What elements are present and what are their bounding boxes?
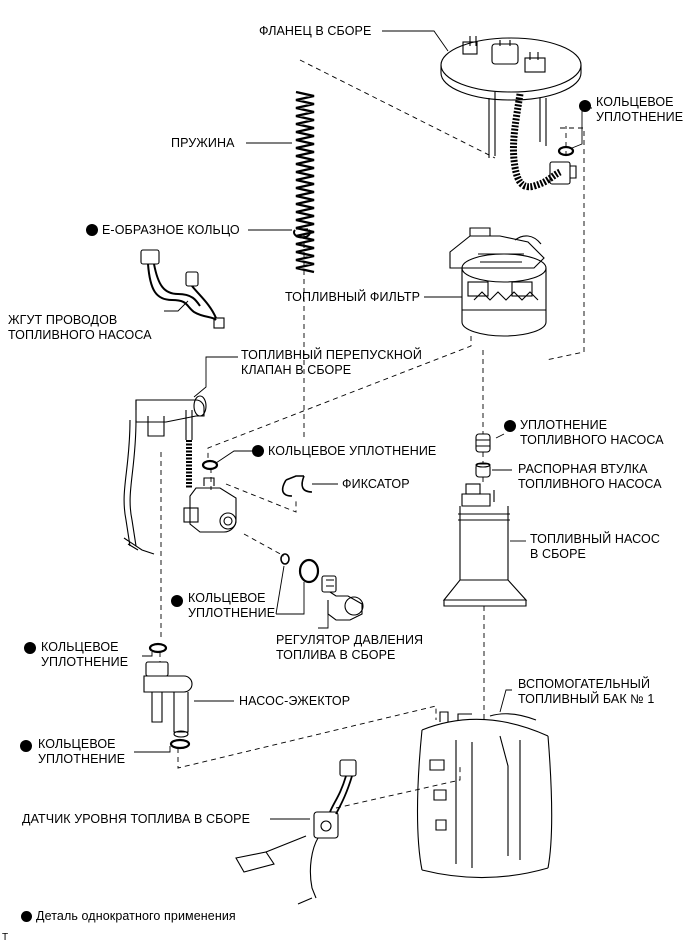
fuel-filter [449,227,547,337]
single-use-dot [252,445,264,457]
label-fuel-pump: ТОПЛИВНЫЙ НАСОС В СБОРЕ [530,532,660,561]
label-fuel-sender: ДАТЧИК УРОВНЯ ТОПЛИВА В СБОРЕ [22,812,251,826]
flange-assembly [440,36,582,191]
label-o-ring-top: КОЛЬЦЕВОЕ УПЛОТНЕНИЕ [596,95,684,124]
single-use-dot [86,224,98,236]
legend-text: Деталь однократного применения [36,909,236,923]
o-ring-small [280,553,290,565]
label-o-ring-regulator: КОЛЬЦЕВОЕ УПЛОТНЕНИЕ [188,591,276,620]
fuel-pressure-regulator [321,575,364,621]
retainer [281,475,313,497]
label-pressure-regulator: РЕГУЛЯТОР ДАВЛЕНИЯ ТОПЛИВА В СБОРЕ [276,633,424,662]
single-use-dot-o-ring-left [24,642,36,654]
label-flange: ФЛАНЕЦ В СБОРЕ [259,24,372,38]
fuel-sub-tank [416,711,553,879]
label-pump-spacer: РАСПОРНАЯ ВТУЛКА ТОПЛИВНОГО НАСОСА [518,462,662,491]
fuel-pump-assembly [442,483,528,607]
legend: Деталь однократного применения [21,909,236,924]
o-ring-bottom [169,738,191,750]
pump-seal [475,433,491,453]
single-use-dot [21,911,32,922]
fuel-sender-gauge-assembly [235,759,357,905]
label-o-ring-mid: КОЛЬЦЕВОЕ УПЛОТНЕНИЕ [252,444,436,459]
single-use-dot-o-ring-top [579,100,591,112]
label-wire-harness: ЖГУТ ПРОВОДОВ ТОПЛИВНОГО НАСОСА [8,313,152,342]
fuel-pump-wire-harness [140,249,225,329]
o-ring-regulator [298,558,320,584]
e-ring [293,228,311,239]
label-o-ring-left: КОЛЬЦЕВОЕ УПЛОТНЕНИЕ [41,640,129,669]
o-ring-left [148,642,168,654]
single-use-dot-o-ring-regulator [171,595,183,607]
label-o-ring-bottom: КОЛЬЦЕВОЕ УПЛОТНЕНИЕ [38,737,126,766]
spring [295,90,315,274]
alignment-lines [159,59,585,809]
label-sub-tank: ВСПОМОГАТЕЛЬНЫЙ ТОПЛИВНЫЙ БАК № 1 [518,677,655,706]
single-use-dot-pump-seal [504,420,516,432]
label-retainer: ФИКСАТОР [342,477,410,491]
label-pump-seal: УПЛОТНЕНИЕ ТОПЛИВНОГО НАСОСА [520,418,664,447]
label-spring: ПРУЖИНА [171,136,235,150]
label-bypass-valve: ТОПЛИВНЫЙ ПЕРЕПУСКНОЙ КЛАПАН В СБОРЕ [241,348,422,377]
label-jet-pump: НАСОС-ЭЖЕКТОР [239,694,351,708]
fuel-bypass-valve-assembly [123,395,237,555]
corner-mark: T [2,932,9,943]
label-e-ring: Е-ОБРАЗНОЕ КОЛЬЦО [86,223,240,238]
pump-spacer [475,462,491,478]
single-use-dot-o-ring-bottom [20,740,32,752]
label-fuel-filter: ТОПЛИВНЫЙ ФИЛЬТР [285,290,421,304]
o-ring-mid [201,459,219,471]
jet-pump [143,661,193,738]
